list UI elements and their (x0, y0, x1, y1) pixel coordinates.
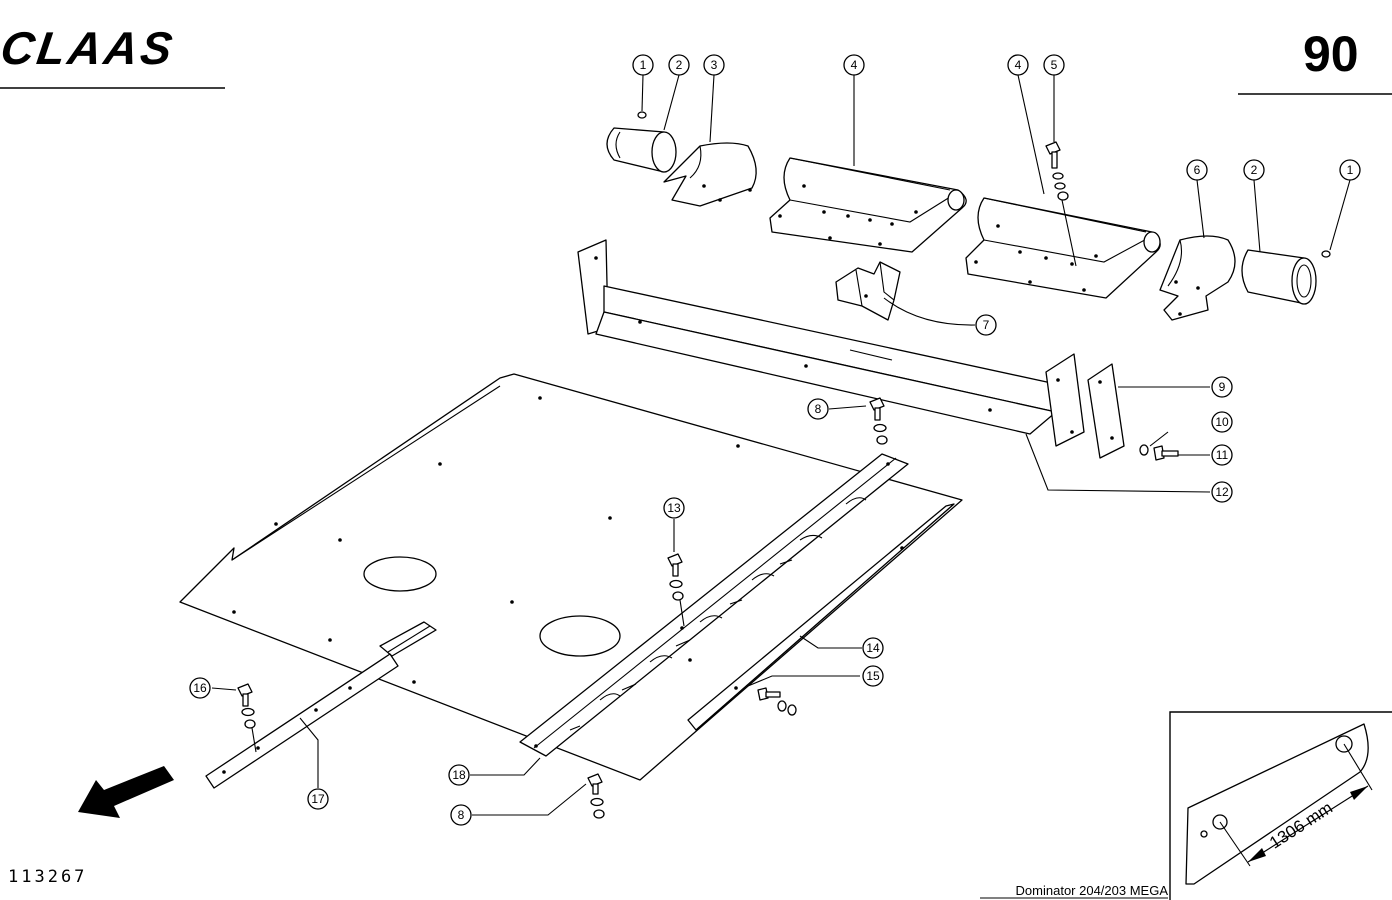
svg-text:4: 4 (1015, 58, 1022, 72)
part-15-bolt (757, 687, 797, 716)
svg-text:5: 5 (1051, 58, 1058, 72)
document-number: 113267 (8, 867, 87, 887)
callout-16: 16 (189, 677, 211, 699)
callout-3: 3 (703, 54, 725, 76)
callout-7: 7 (975, 314, 997, 336)
svg-text:9: 9 (1219, 380, 1226, 394)
callout-12: 12 (1211, 481, 1233, 503)
claas-logo: CLAAS (0, 22, 178, 74)
part-18-wear-strip (519, 453, 909, 757)
callout-5: 5 (1043, 54, 1065, 76)
part-10-washer (1139, 444, 1149, 456)
callout-2-left: 2 (668, 54, 690, 76)
svg-text:8: 8 (458, 808, 465, 822)
part-16-bolt (237, 683, 257, 753)
page-number: 90 (1303, 26, 1359, 82)
part-6-right-bracket (1159, 235, 1236, 321)
callout-8-bottom: 8 (450, 804, 472, 826)
svg-text:2: 2 (676, 58, 683, 72)
part-1-right-pin (1321, 250, 1331, 258)
callout-2-right: 2 (1243, 159, 1265, 181)
callout-6: 6 (1186, 159, 1208, 181)
part-14-side-angle (687, 503, 955, 731)
part-7-mount-bracket (835, 261, 901, 321)
callout-8-top: 8 (807, 398, 829, 420)
svg-text:11: 11 (1216, 448, 1229, 462)
svg-text:14: 14 (866, 641, 880, 655)
direction-arrow-icon (78, 766, 174, 818)
part-5-bolt (1045, 141, 1077, 267)
callout-17: 17 (307, 788, 329, 810)
callout-11: 11 (1211, 444, 1233, 466)
part-4-cover-right (965, 197, 1161, 299)
part-12-cross-beam (577, 239, 1057, 435)
model-label: Dominator 204/203 MEGA (1016, 883, 1169, 898)
svg-text:12: 12 (1215, 485, 1229, 499)
leader-lines (211, 74, 1351, 816)
callout-13: 13 (663, 497, 685, 519)
callout-1-right: 1 (1339, 159, 1361, 181)
svg-text:4: 4 (851, 58, 858, 72)
part-8-bolt-bottom (587, 773, 605, 819)
svg-text:8: 8 (815, 402, 822, 416)
part-9-plates (1045, 353, 1125, 459)
svg-text:17: 17 (311, 792, 325, 806)
part-8-bolt-top (869, 397, 888, 445)
callout-18: 18 (448, 764, 470, 786)
part-2-left-sleeve (606, 127, 677, 173)
part-13-bolt (667, 553, 685, 627)
callout-14: 14 (862, 637, 884, 659)
svg-text:3: 3 (711, 58, 718, 72)
callout-10: 10 (1211, 411, 1233, 433)
part-3-left-bracket (663, 142, 757, 207)
callout-4-right: 4 (1007, 54, 1029, 76)
svg-text:6: 6 (1194, 163, 1201, 177)
callout-9: 9 (1211, 376, 1233, 398)
svg-text:15: 15 (866, 669, 880, 683)
callout-4-left: 4 (843, 54, 865, 76)
svg-text:16: 16 (193, 681, 207, 695)
svg-text:1: 1 (1347, 163, 1354, 177)
detail-inset: 1306 mm (1169, 711, 1392, 900)
svg-text:13: 13 (667, 501, 681, 515)
svg-text:7: 7 (983, 318, 990, 332)
svg-text:1: 1 (640, 58, 647, 72)
main-floor-plate (179, 373, 963, 781)
callout-1-left: 1 (632, 54, 654, 76)
part-2-right-sleeve (1241, 249, 1317, 305)
svg-text:2: 2 (1251, 163, 1258, 177)
svg-text:18: 18 (452, 768, 466, 782)
part-11-bolt (1153, 445, 1179, 461)
svg-text:10: 10 (1215, 415, 1229, 429)
part-4-cover-left (769, 157, 967, 253)
callout-15: 15 (862, 665, 884, 687)
part-1-left-pin (637, 111, 647, 119)
